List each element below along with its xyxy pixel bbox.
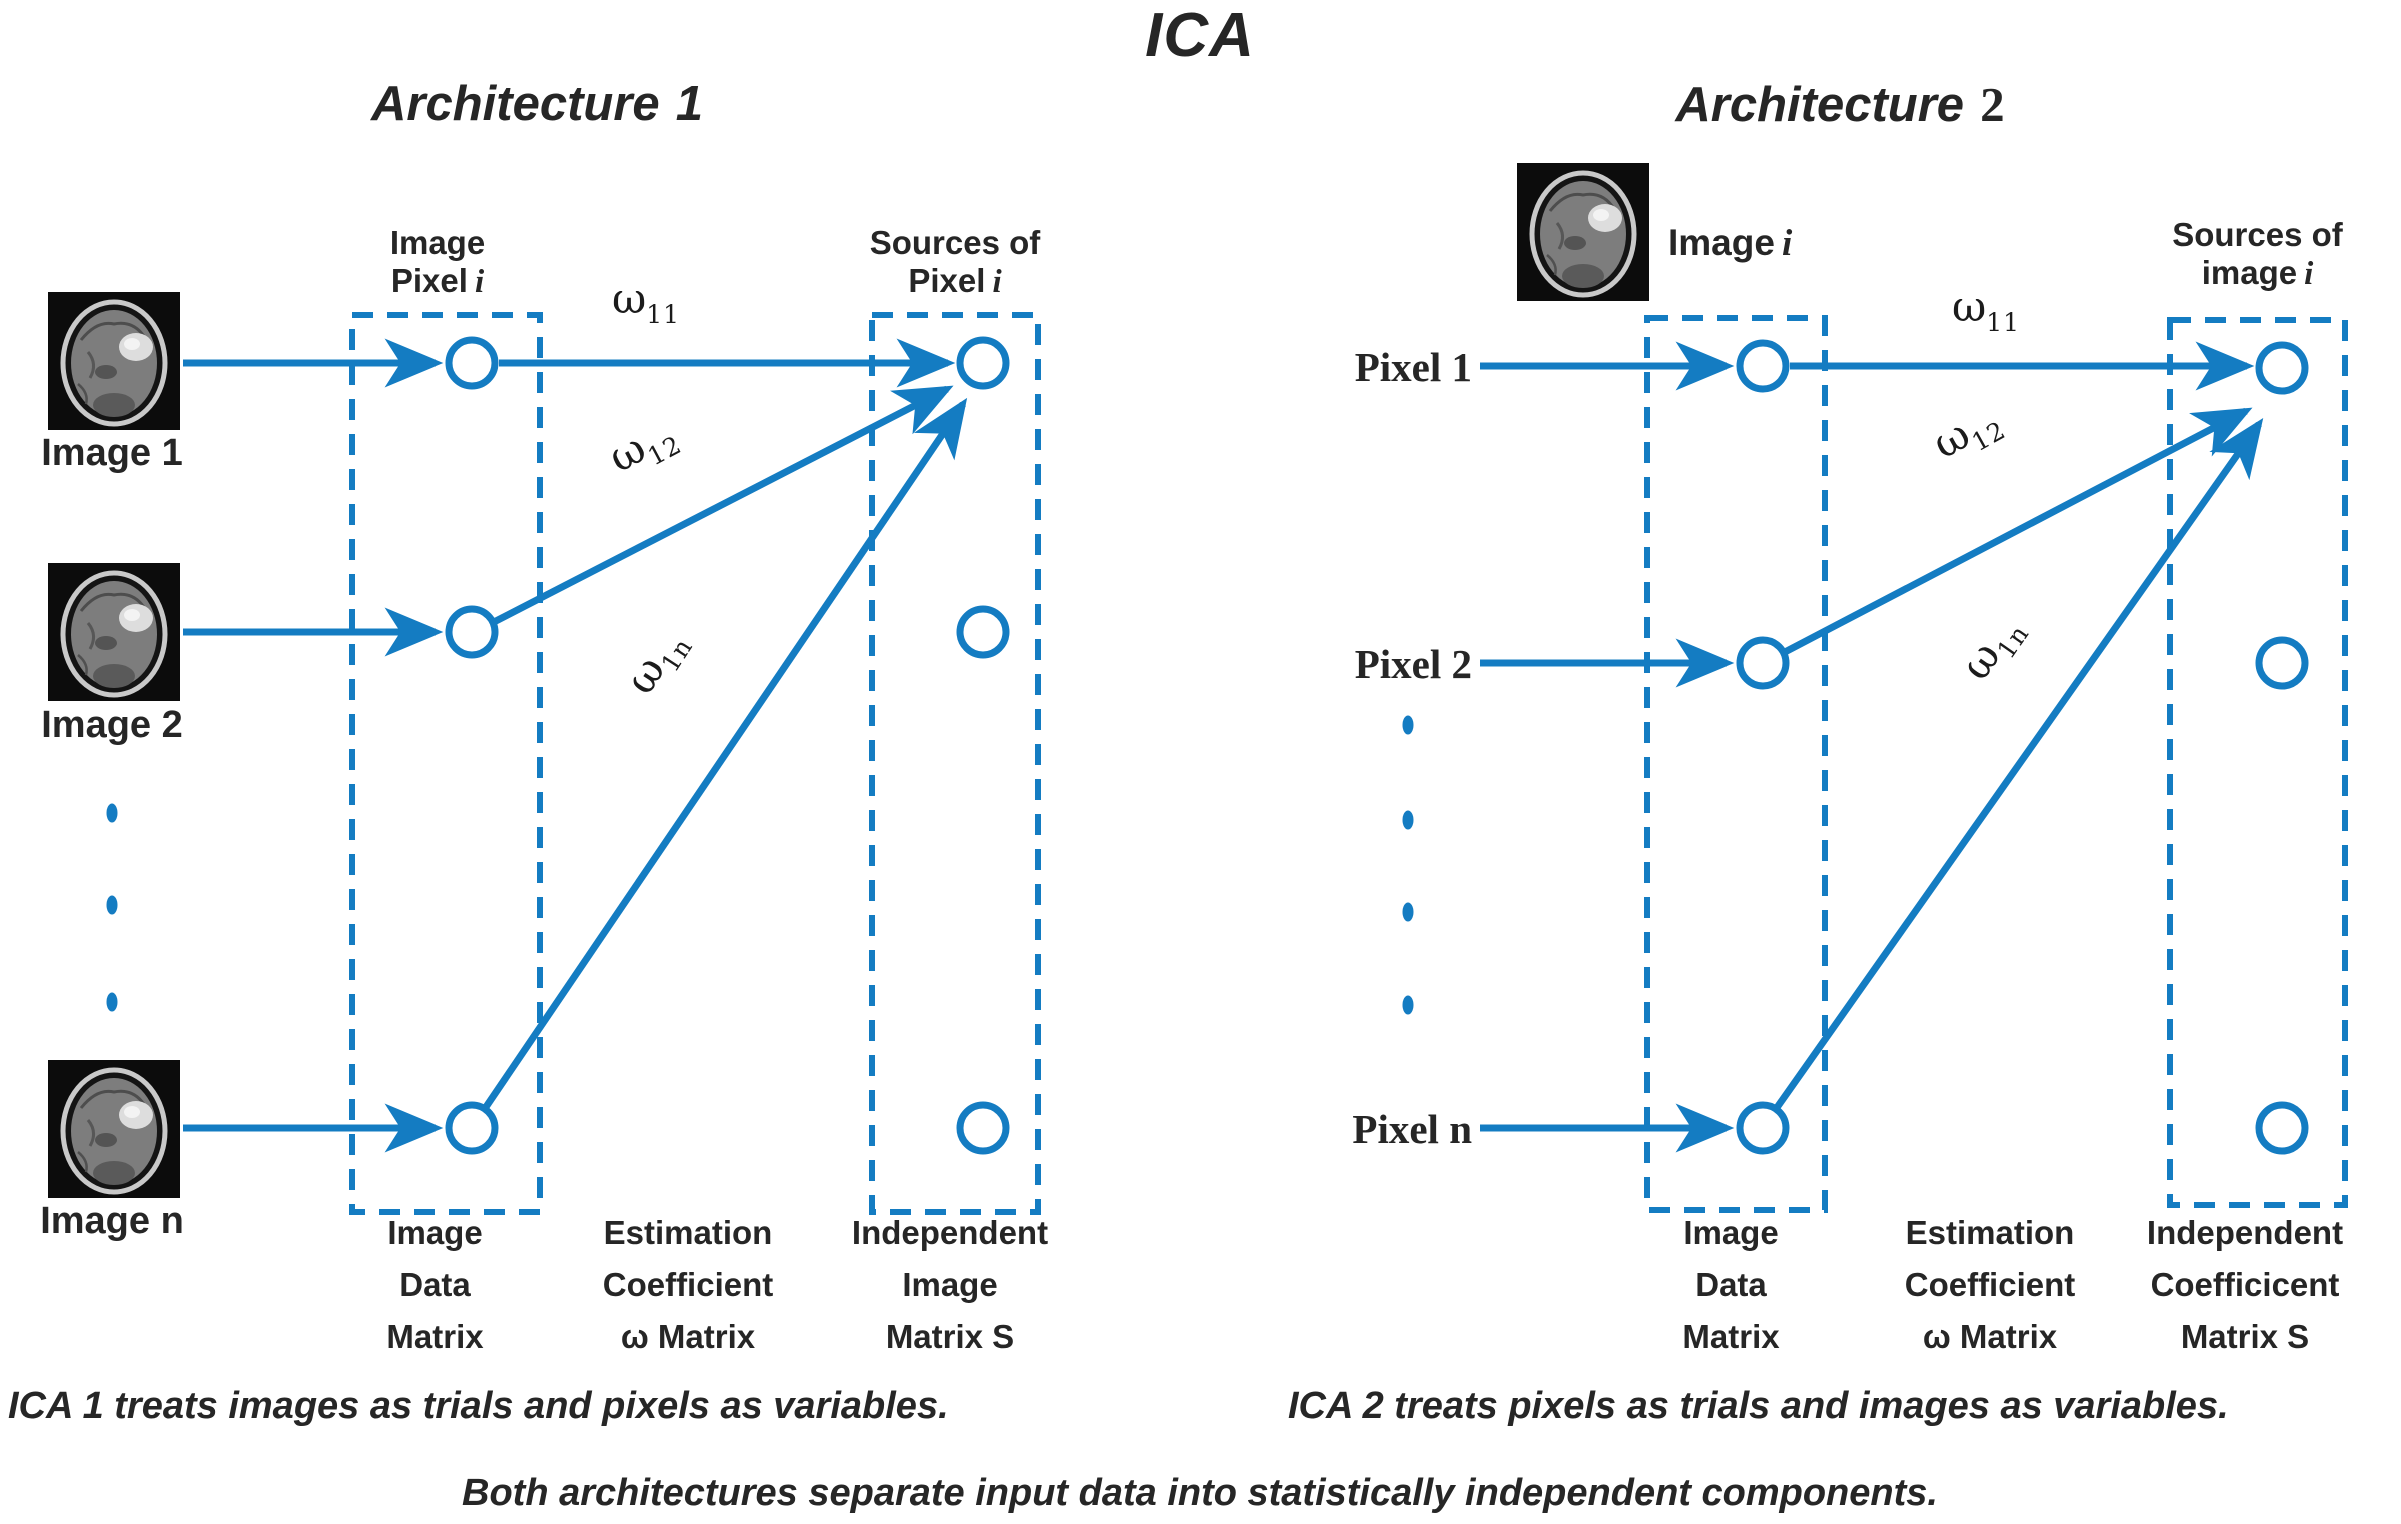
brain-mri-image [48,292,180,430]
page-title: ICA [1145,1,1255,70]
footer-caption: Both architectures separate input data i… [462,1472,1938,1514]
image-2-label: Image 2 [41,704,183,746]
node-circle [2255,636,2309,690]
arrow-w1n-left [483,397,968,1109]
node-circle [1736,636,1790,690]
brain-mri-image [48,1060,180,1198]
node-circle [1736,339,1790,393]
ellipsis-dots [106,715,1414,1015]
variable-i: i [992,264,1002,300]
architecture-1-title-text: Architecture [371,77,660,131]
architecture-2-title-number: 2 [1980,77,2005,132]
right-image-data-matrix-box [1644,315,1828,1213]
node-circle [1736,1101,1790,1155]
left-image-data-matrix-label: Image Data Matrix [386,1214,484,1355]
brain-mri-image [48,563,180,701]
architecture-1-title-number: 1 [675,77,703,131]
node-circle [445,336,499,390]
image-n-label: Image n [40,1200,184,1242]
pixel-1-label: Pixel 1 [1354,344,1472,390]
node-circle [445,1101,499,1155]
header-line: Sources of [2172,216,2343,253]
arrow-w1n-right [1773,417,2264,1112]
node-circle [956,336,1010,390]
ica1-caption: ICA 1 treats images as trials and pixels… [8,1385,949,1427]
pixel-n-label: Pixel n [1352,1106,1472,1152]
variable-i: i [1781,223,1793,264]
arrow-w12-left [492,385,954,626]
right-independent-matrix-label: Independent Coefficicent Matrix S [2146,1214,2344,1355]
header-line: Image [389,224,486,261]
pixel-2-label: Pixel 2 [1354,641,1472,687]
image-1-label: Image 1 [41,432,183,474]
architecture-2-title: Architecture 2 [1490,76,2190,133]
brain-mri-image [1517,163,1649,301]
left-independent-matrix-label: Independent Image Matrix S [851,1214,1049,1355]
architecture-2-title-text: Architecture [1675,78,1965,132]
node-circle [2255,341,2309,395]
right-image-data-matrix-label: Image Data Matrix [1682,1214,1780,1355]
node-circle [956,1101,1010,1155]
weight-label-w11-left: ω11 [612,274,681,329]
node-circle [2255,1101,2309,1155]
node-circle [445,605,499,659]
variable-i: i [474,264,485,300]
node-circles [445,336,2309,1155]
ica2-caption: ICA 2 treats pixels as trials and images… [1288,1385,2229,1427]
arrow-w12-right [1783,407,2253,656]
right-estimation-coefficient-label: Estimation Coefficient ω Matrix [1904,1214,2076,1355]
left-image-data-matrix-box [349,312,543,1215]
left-independent-matrix-box [869,312,1041,1215]
node-circle [956,605,1010,659]
weight-label-w11-right: ω11 [1952,282,2021,337]
right-independent-matrix-box [2167,317,2348,1208]
architecture-1-title: Architecture 1 [180,76,894,132]
variable-i: i [2304,256,2314,292]
header-line: Sources of [869,224,1041,261]
left-estimation-coefficient-label: Estimation Coefficient ω Matrix [602,1214,774,1355]
